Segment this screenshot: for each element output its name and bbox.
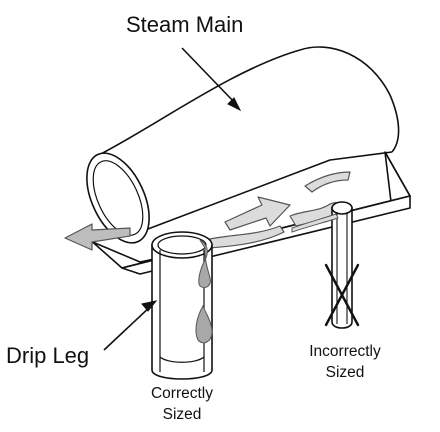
- drip-leg-incorrect: [291, 201, 353, 329]
- incorrectly-sized-label-line2: Sized: [326, 364, 365, 381]
- arrow-icon: [64, 223, 131, 251]
- steam-main-label: Steam Main: [126, 12, 243, 37]
- condensate-drop: [195, 304, 213, 344]
- x-mark-icon: [324, 263, 360, 327]
- incorrectly-sized-label-line1: Incorrectly: [309, 343, 381, 360]
- correctly-sized-label-line1: Correctly: [151, 385, 213, 402]
- condensate-trickle: [291, 213, 339, 233]
- drip-leg-correct: [151, 231, 213, 380]
- correctly-sized-label-line2: Sized: [163, 406, 202, 423]
- drip-leg-label: Drip Leg: [6, 343, 89, 368]
- steam-main-pipe: [92, 46, 411, 233]
- pipe-opening: [86, 152, 150, 244]
- leader-drip-leg: [103, 300, 158, 351]
- leader-steam-main: [181, 47, 242, 112]
- condensate-drop: [198, 239, 211, 289]
